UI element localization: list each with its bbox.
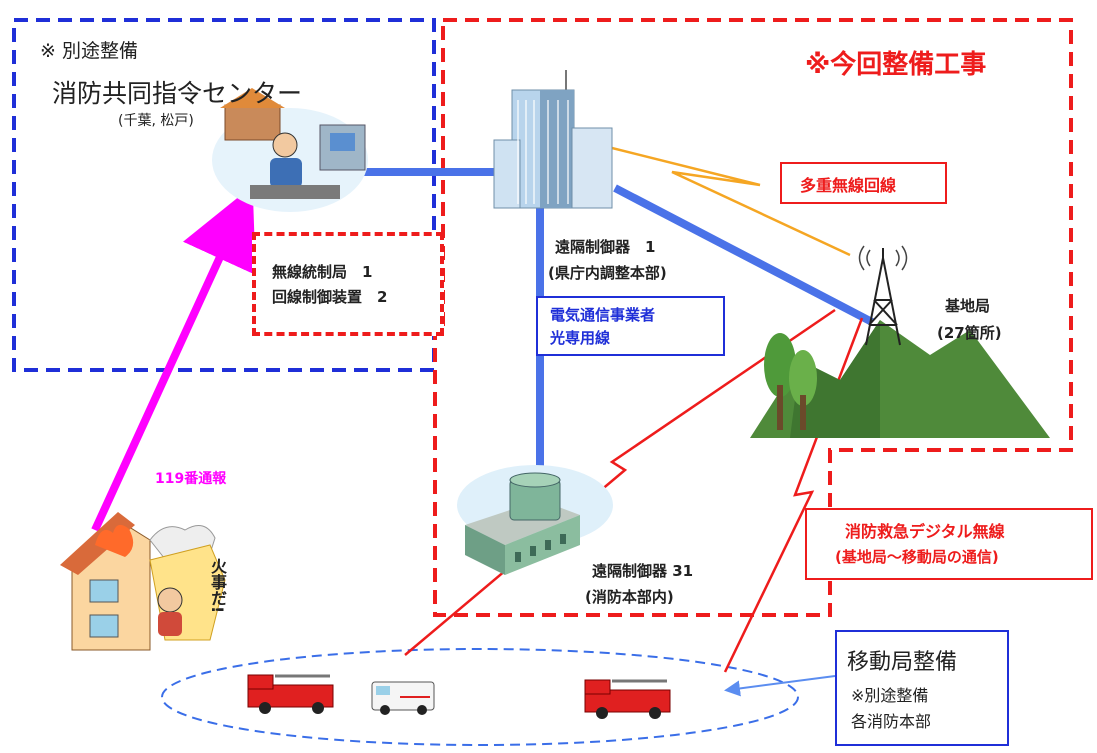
command-center-location: (千葉, 松戸) — [118, 113, 194, 129]
optical-line-hq-base — [613, 184, 874, 326]
fire-department-building-icon — [457, 465, 613, 575]
digital-radio-label: 消防救急デジタル無線 (基地局～移動局の通信) — [805, 508, 1093, 580]
mobile-station-area — [161, 648, 799, 746]
fire-engine-icon — [247, 674, 334, 714]
ambulance-icon — [371, 681, 435, 715]
command-center-boundary — [12, 18, 436, 372]
fire-speech-text: 火事だ! — [208, 558, 227, 614]
mobile-pointer-arrow — [724, 675, 836, 697]
emergency-call-arrow — [91, 185, 256, 532]
emergency-call-label: 119番通報 — [155, 471, 227, 487]
hq-controller-location: (県庁内調整本部) — [548, 264, 667, 282]
fire-engine-icon — [584, 679, 671, 719]
command-center-title: 消防共同指令センター — [52, 79, 303, 108]
burning-house-icon — [60, 512, 226, 651]
leased-line-label: 電気通信事業者 光専用線 — [536, 296, 725, 356]
multiplex-radio-label: 多重無線回線 — [780, 162, 947, 204]
hq-controller-label: 遠隔制御器 1 — [555, 238, 656, 256]
command-center-note: ※ 別途整備 — [40, 40, 138, 62]
fire-hq-location: (消防本部内) — [585, 588, 674, 606]
fire-hq-controller-label: 遠隔制御器 31 — [592, 562, 694, 580]
base-station-count: (27箇所) — [937, 324, 1002, 342]
office-building-icon — [493, 70, 613, 209]
construction-title: ※今回整備工事 — [805, 50, 987, 80]
operator-at-console-icon — [212, 88, 368, 212]
control-station-box: 無線統制局 1 回線制御装置 2 — [252, 232, 444, 336]
base-station-label: 基地局 — [945, 297, 991, 315]
radio-tower-on-mountain-icon — [750, 245, 1050, 438]
multiplex-radio-link — [599, 143, 851, 257]
mobile-station-box: 移動局整備 ※別途整備 各消防本部 — [835, 630, 1009, 746]
